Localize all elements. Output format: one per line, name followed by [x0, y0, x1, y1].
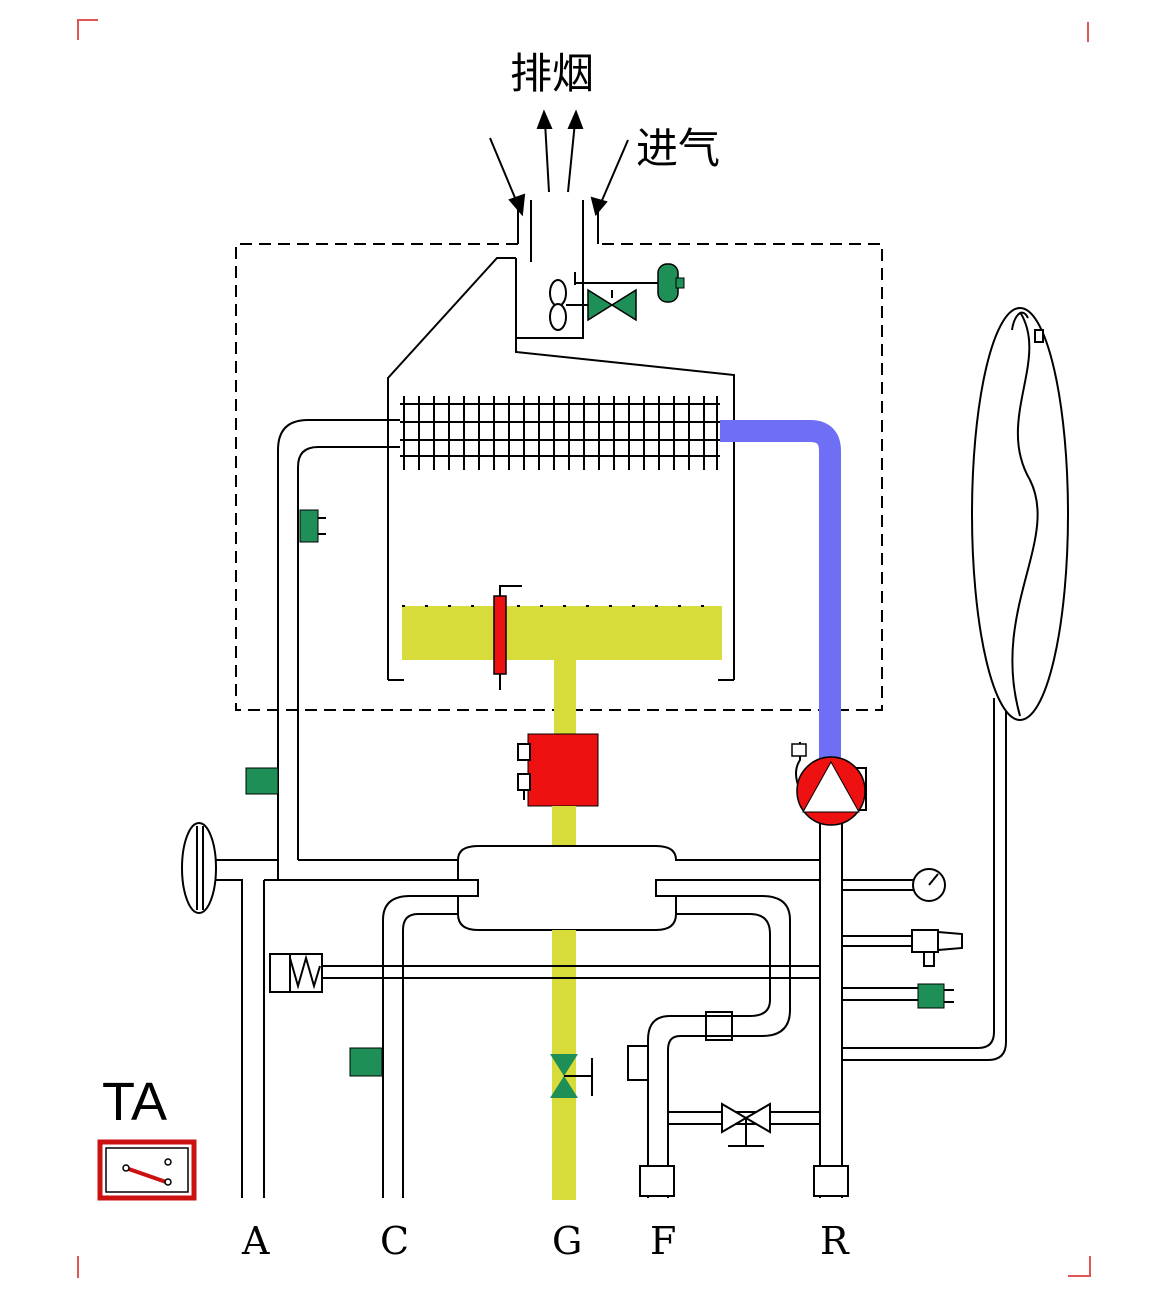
filling-tap-icon — [668, 1102, 820, 1147]
flue-hood — [387, 200, 735, 681]
room-thermostat-label: TA — [102, 1072, 167, 1132]
room-thermostat-icon — [97, 1139, 197, 1201]
safety-valve-icon — [911, 929, 963, 967]
pressure-sensor-icon — [917, 983, 954, 1009]
connection-label-a: A — [241, 1219, 270, 1263]
bypass-valve-icon — [269, 953, 323, 993]
overheat-sensor-icon — [245, 767, 279, 795]
connection-label-g: G — [552, 1219, 582, 1263]
heat-exchanger-icon — [400, 396, 720, 470]
air-pressure-switch-icon — [574, 263, 685, 322]
exhaust-label: 排烟 — [510, 49, 594, 98]
connection-label-c: C — [380, 1219, 409, 1263]
connection-label-f: F — [650, 1219, 676, 1263]
crop-marks — [77, 19, 1091, 1278]
flow-temperature-sensor-icon — [299, 509, 326, 543]
pump-icon — [791, 742, 867, 826]
dhw-sensor-icon — [349, 1047, 383, 1077]
flue-arrows — [489, 109, 629, 217]
filling-valve-icon — [181, 822, 217, 914]
fan-icon — [549, 279, 590, 331]
pipe-fittings — [639, 1165, 849, 1197]
hydraulic-group — [382, 845, 820, 1198]
flow-pipe — [216, 419, 458, 1198]
connection-label-r: R — [820, 1219, 850, 1263]
burner-icon — [402, 605, 722, 736]
return-pipe — [720, 420, 841, 770]
expansion-vessel-icon — [971, 307, 1069, 721]
return-column — [819, 698, 1007, 1198]
intake-label: 进气 — [636, 124, 720, 173]
ignition-electrode-icon — [493, 585, 522, 690]
pressure-gauge-icon — [912, 868, 946, 902]
gas-cock-icon — [550, 1054, 593, 1098]
bypass-pipe — [320, 965, 820, 979]
gas-valve-icon — [517, 733, 599, 846]
